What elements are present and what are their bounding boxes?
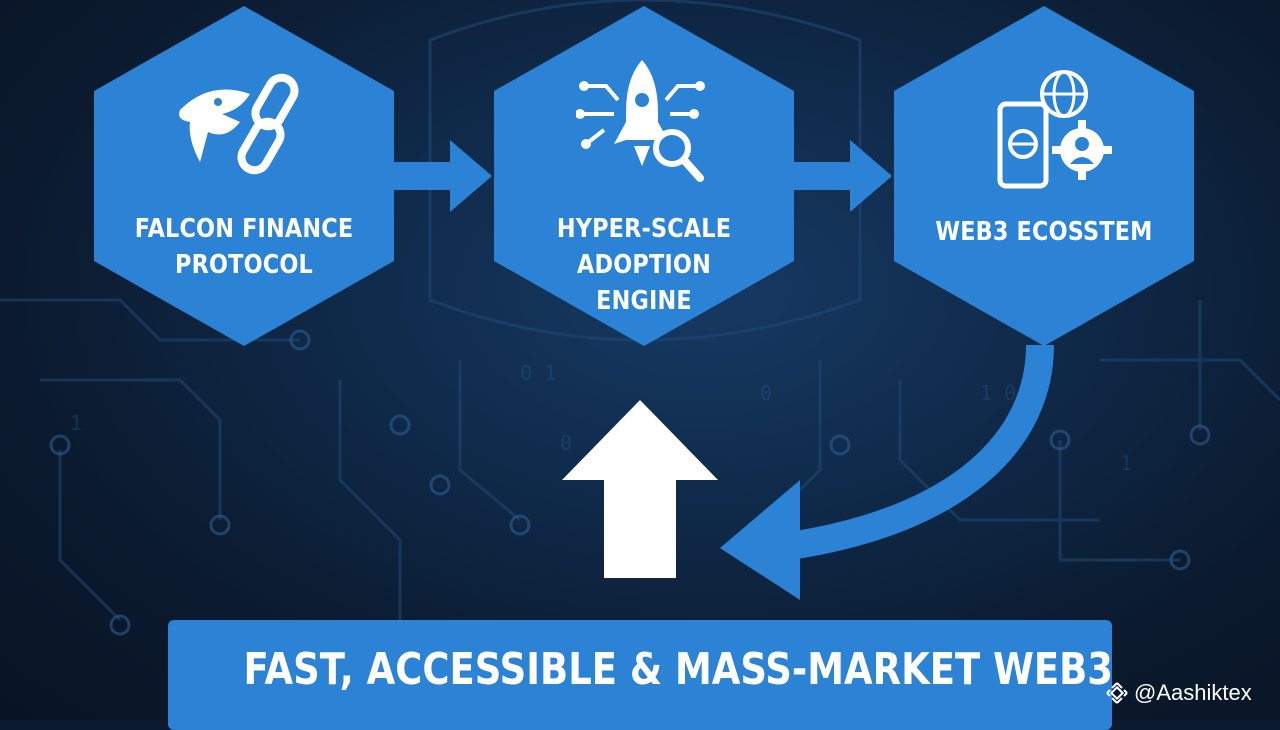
node-label-line: WEB3 ECOSSTEM [935,217,1153,247]
outcome-banner: FAST, ACCESSIBLE & MASS-MARKET WEB3 [168,620,1113,730]
node-label: HYPER-SCALE ADOPTION ENGINE [532,211,756,319]
node-label-line: FALCON FINANCE [134,214,354,244]
node-label: WEB3 ECOSSTEM [932,214,1156,250]
node-hyper-scale-adoption-engine: HYPER-SCALE ADOPTION ENGINE [494,6,794,346]
watermark-text: @Aashiktex [1134,680,1252,705]
svg-text:1 0: 1 0 [980,381,1016,405]
hexagon-shape [94,6,394,346]
node-label: FALCON FINANCE PROTOCOL [132,211,356,283]
arrow-node2-to-node3 [780,140,892,212]
curved-return-arrowhead [720,480,800,600]
svg-text:1: 1 [1120,451,1132,475]
node-label-line: ADOPTION [577,250,711,280]
hexagon-shape [494,6,794,346]
svg-text:0 1: 0 1 [520,361,556,385]
svg-text:0: 0 [760,381,772,405]
watermark: @Aashiktex [1106,680,1252,706]
node-web3-ecosystem: WEB3 ECOSSTEM [894,6,1194,346]
node-falcon-finance-protocol: FALCON FINANCE PROTOCOL [94,6,394,346]
rocket-magnifier-icon [576,60,705,182]
svg-text:1: 1 [70,411,82,435]
node-label-line: HYPER-SCALE [556,214,732,244]
up-arrow [562,400,718,578]
curved-return-arrow [787,344,1054,560]
binance-logo-icon [1106,682,1128,704]
phone-globe-gear-icon [997,70,1112,189]
falcon-chain-icon [179,73,299,175]
arrow-node1-to-node2 [380,140,492,212]
node-label-line: ENGINE [596,286,692,316]
node-label-line: PROTOCOL [175,250,313,280]
banner-text: FAST, ACCESSIBLE & MASS-MARKET WEB3 [243,644,1113,695]
svg-text:0: 0 [560,431,572,455]
